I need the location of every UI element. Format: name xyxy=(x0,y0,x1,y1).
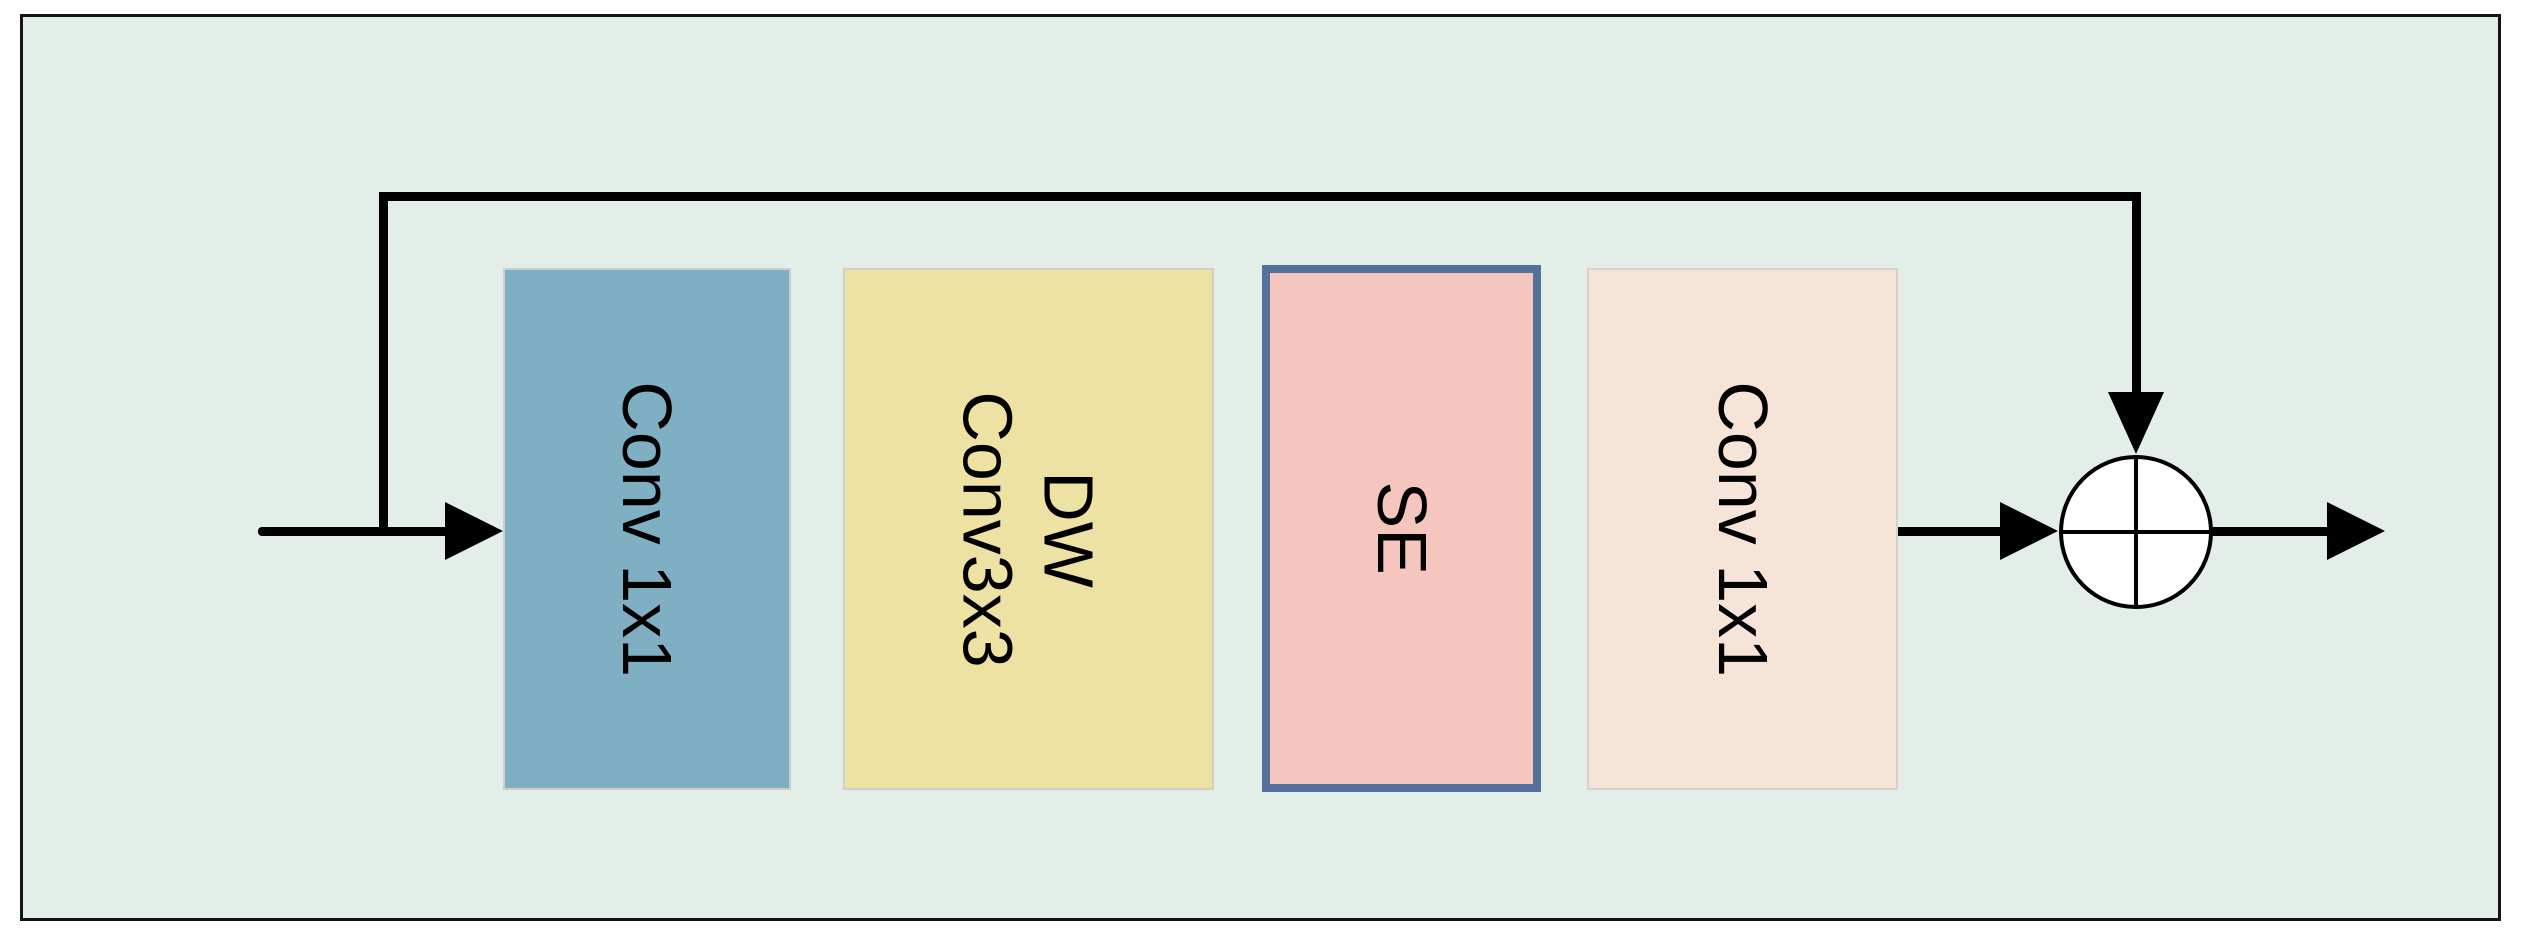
add-operator-icon xyxy=(2059,455,2213,609)
diagram-frame xyxy=(20,14,2501,921)
block-conv1x1-first: Conv 1x1 xyxy=(503,268,791,790)
conv-to-add-arrowhead-icon xyxy=(2000,502,2058,560)
block-label-dw-conv3x3: DW Conv3x3 xyxy=(948,391,1109,667)
block-label-conv1x1-second: Conv 1x1 xyxy=(1703,381,1782,677)
output-line xyxy=(2211,527,2329,536)
block-dw-conv3x3: DW Conv3x3 xyxy=(843,268,1214,790)
block-label-line-conv3x3: Conv3x3 xyxy=(949,390,1028,668)
skip-connection-top-line xyxy=(379,192,2140,201)
skip-arrowhead-down-icon xyxy=(2108,392,2164,454)
skip-connection-branch-line xyxy=(379,192,388,532)
block-label-se: SE xyxy=(1362,481,1441,576)
block-label-conv1x1-first: Conv 1x1 xyxy=(608,381,687,677)
skip-connection-down-line xyxy=(2132,192,2141,392)
input-arrowhead-icon xyxy=(445,502,503,560)
input-line xyxy=(258,527,450,536)
block-label-line-dw: DW xyxy=(1030,470,1108,588)
output-arrowhead-icon xyxy=(2327,502,2385,560)
block-conv1x1-second: Conv 1x1 xyxy=(1587,268,1898,790)
add-operator-plus-horizontal xyxy=(2063,530,2209,534)
block-se: SE xyxy=(1262,265,1541,792)
conv-to-add-line xyxy=(1898,527,2001,536)
